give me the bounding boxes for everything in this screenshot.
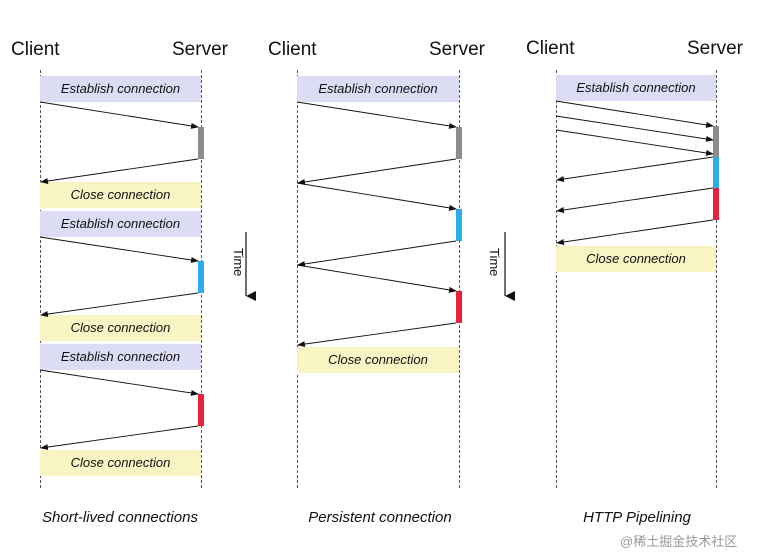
request-arrow xyxy=(39,236,199,263)
caption-pipelining: HTTP Pipelining xyxy=(583,509,691,526)
close-box: Close connection xyxy=(40,450,201,476)
watermark: @稀土掘金技术社区 xyxy=(620,534,738,549)
caption-short-lived: Short-lived connections xyxy=(42,509,198,526)
request-arrow xyxy=(555,115,714,142)
request-arrow xyxy=(39,369,199,396)
response-arrow xyxy=(40,425,199,450)
response-arrow xyxy=(556,219,714,245)
establish-box: Establish connection xyxy=(40,76,201,102)
client-lifeline-3 xyxy=(556,70,557,488)
client-label-3: Client xyxy=(526,38,575,59)
request-arrow xyxy=(296,101,457,129)
server-label-2: Server xyxy=(429,39,485,60)
server-processing-bar-gray xyxy=(456,127,462,159)
server-processing-bar-gray xyxy=(198,127,204,159)
client-label-2: Client xyxy=(268,39,317,60)
response-arrow xyxy=(297,240,457,267)
server-processing-bar-red xyxy=(456,291,462,323)
close-box: Close connection xyxy=(40,182,201,208)
caption-persistent: Persistent connection xyxy=(308,509,452,526)
response-arrow xyxy=(297,158,457,185)
establish-box: Establish connection xyxy=(556,75,716,101)
request-arrow xyxy=(296,182,457,211)
response-arrow xyxy=(40,292,199,317)
establish-box: Establish connection xyxy=(40,344,201,370)
server-processing-bar-blue xyxy=(713,157,719,188)
server-processing-bar-blue xyxy=(198,261,204,293)
request-arrow xyxy=(296,264,457,293)
server-processing-bar-red xyxy=(198,394,204,426)
client-label-1: Client xyxy=(11,39,60,60)
response-arrow xyxy=(556,156,714,182)
establish-box: Establish connection xyxy=(40,211,201,237)
response-arrow xyxy=(556,187,714,213)
request-arrow xyxy=(555,129,714,156)
establish-box: Establish connection xyxy=(297,76,459,102)
request-arrow xyxy=(39,101,199,129)
response-arrow xyxy=(297,322,457,348)
close-box: Close connection xyxy=(556,246,716,272)
request-arrow xyxy=(555,100,714,128)
client-lifeline-2 xyxy=(297,70,298,488)
close-box: Close connection xyxy=(40,315,201,341)
server-processing-bar-red xyxy=(713,188,719,220)
server-lifeline-2 xyxy=(459,70,460,488)
close-box: Close connection xyxy=(297,347,459,373)
response-arrow xyxy=(40,158,199,184)
server-lifeline-3 xyxy=(716,70,717,488)
server-processing-bar-gray xyxy=(713,126,719,157)
server-processing-bar-blue xyxy=(456,209,462,241)
client-lifeline-1 xyxy=(40,70,41,488)
server-label-3: Server xyxy=(687,38,743,59)
server-label-1: Server xyxy=(172,39,228,60)
